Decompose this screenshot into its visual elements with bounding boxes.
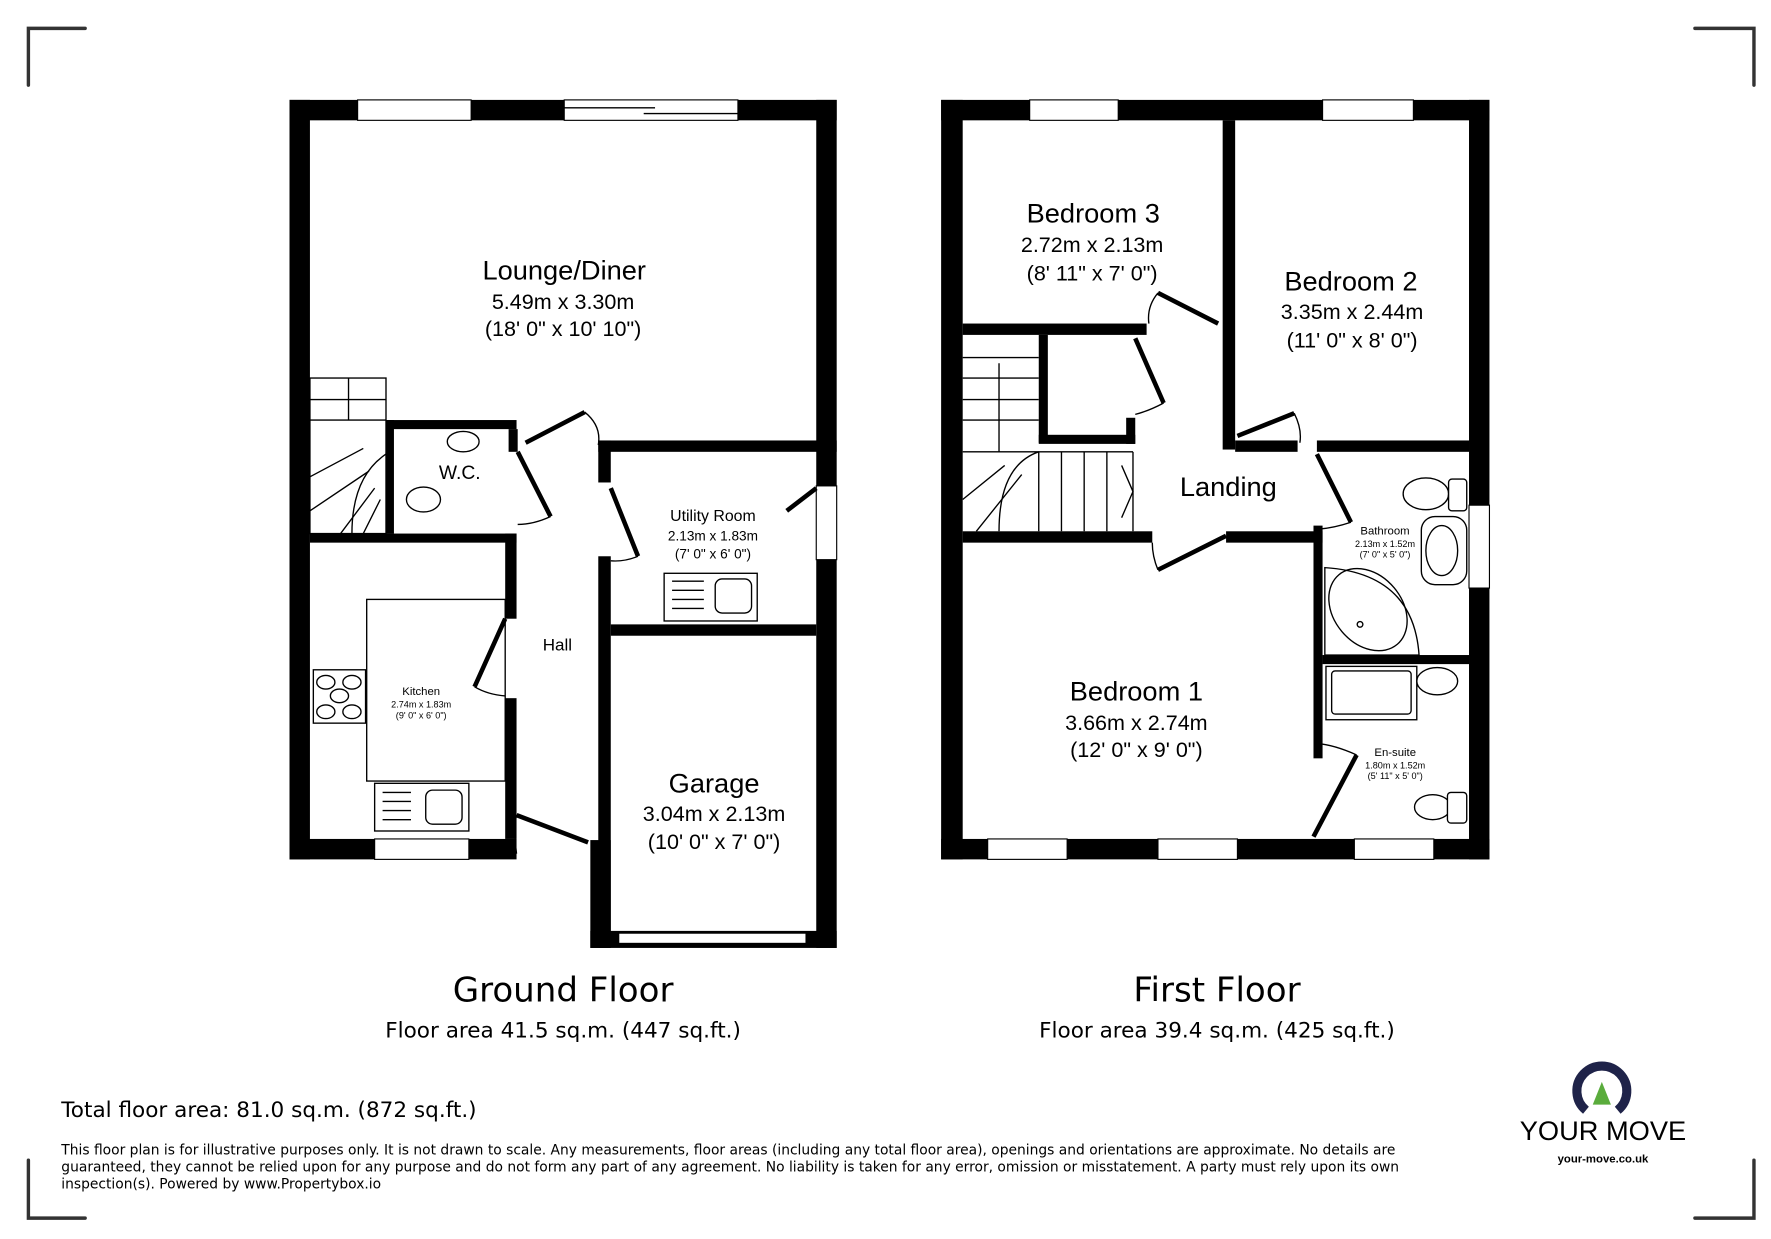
bedroom1-metric: 3.66m x 2.74m	[1065, 710, 1208, 735]
bedroom3-label: Bedroom 3	[1027, 198, 1160, 229]
window	[374, 838, 470, 860]
your-move-logo: YOUR MOVE your-move.co.uk	[1520, 1061, 1686, 1165]
toilet	[446, 430, 480, 453]
ensuite-fixtures	[1325, 665, 1468, 824]
bathroom-metric: 2.13m x 1.52m	[1355, 539, 1415, 549]
bedroom1-label: Bedroom 1	[1070, 675, 1203, 706]
bathroom-fixtures	[1324, 477, 1468, 656]
first-floor-title: First Floor	[1133, 970, 1300, 1010]
wc-label: W.C.	[439, 463, 481, 484]
window	[987, 838, 1068, 860]
bedroom1-imperial: (12' 0" x 9' 0")	[1070, 737, 1203, 762]
garage-metric: 3.04m x 2.13m	[643, 801, 786, 826]
kitchen-label: Kitchen	[402, 686, 440, 698]
garage-door	[618, 932, 807, 944]
window	[1029, 99, 1119, 121]
first-floor-plan: Bedroom 3 2.72m x 2.13m (8' 11" x 7' 0")…	[941, 99, 1491, 860]
ground-floor-title: Ground Floor	[453, 970, 674, 1010]
window	[1157, 838, 1238, 860]
logo-url: your-move.co.uk	[1558, 1153, 1649, 1165]
stairs	[962, 356, 1134, 532]
ground-floor-area: Floor area 41.5 sq.m. (447 sq.ft.)	[385, 1019, 741, 1044]
lounge-imperial: (18' 0" x 10' 10")	[485, 316, 641, 341]
disclaimer-line-3: inspection(s). Powered by www.Propertybo…	[61, 1177, 381, 1193]
garage-imperial: (10' 0" x 7' 0")	[648, 829, 781, 854]
total-floor-area: Total floor area: 81.0 sq.m. (872 sq.ft.…	[60, 1098, 476, 1123]
worktop	[366, 598, 506, 782]
first-floor-area: Floor area 39.4 sq.m. (425 sq.ft.)	[1039, 1019, 1395, 1044]
landing-label: Landing	[1180, 471, 1277, 502]
logo-arrow-icon	[1592, 1081, 1611, 1105]
bedroom2-imperial: (11' 0" x 8' 0")	[1287, 327, 1418, 352]
ground-floor-plan: Lounge/Diner 5.49m x 3.30m (18' 0" x 10'…	[289, 99, 838, 948]
window	[1468, 504, 1491, 589]
window	[357, 99, 472, 121]
ensuite-label: En-suite	[1374, 747, 1416, 759]
bedroom3-imperial: (8' 11" x 7' 0")	[1027, 260, 1158, 285]
hall-label: Hall	[543, 635, 572, 654]
ensuite-imperial: (5' 11" x 5' 0")	[1368, 771, 1423, 781]
disclaimer-line-1: This floor plan is for illustrative purp…	[60, 1143, 1395, 1159]
sliding-door	[563, 99, 739, 121]
hob	[312, 669, 367, 724]
utility-label: Utility Room	[670, 508, 756, 525]
lounge-metric: 5.49m x 3.30m	[492, 289, 635, 314]
kitchen-sink	[373, 782, 470, 832]
basin	[405, 486, 442, 513]
window	[1353, 838, 1435, 860]
bedroom3-metric: 2.72m x 2.13m	[1021, 232, 1164, 257]
disclaimer-line-2: guaranteed, they cannot be relied upon f…	[61, 1160, 1399, 1176]
bedroom2-label: Bedroom 2	[1284, 266, 1417, 297]
lounge-label: Lounge/Diner	[482, 254, 646, 285]
utility-imperial: (7' 0" x 6' 0")	[675, 547, 751, 562]
bedroom2-metric: 3.35m x 2.44m	[1281, 299, 1424, 324]
utility-sink	[663, 572, 758, 622]
garage-label: Garage	[669, 767, 760, 798]
logo-ring-icon	[1572, 1061, 1632, 1114]
logo-name: YOUR MOVE	[1520, 1115, 1686, 1146]
utility-metric: 2.13m x 1.83m	[668, 528, 758, 543]
ensuite-metric: 1.80m x 1.52m	[1365, 761, 1425, 771]
kitchen-metric: 2.74m x 1.83m	[391, 699, 451, 709]
external-door-opening	[815, 485, 838, 561]
kitchen-imperial: (9' 0" x 6' 0")	[396, 711, 447, 721]
crop-marks	[26, 26, 1756, 1220]
stairs	[309, 377, 387, 535]
bathroom-label: Bathroom	[1360, 526, 1409, 538]
bathroom-imperial: (7' 0" x 5' 0")	[1360, 549, 1411, 559]
window	[1321, 99, 1414, 121]
